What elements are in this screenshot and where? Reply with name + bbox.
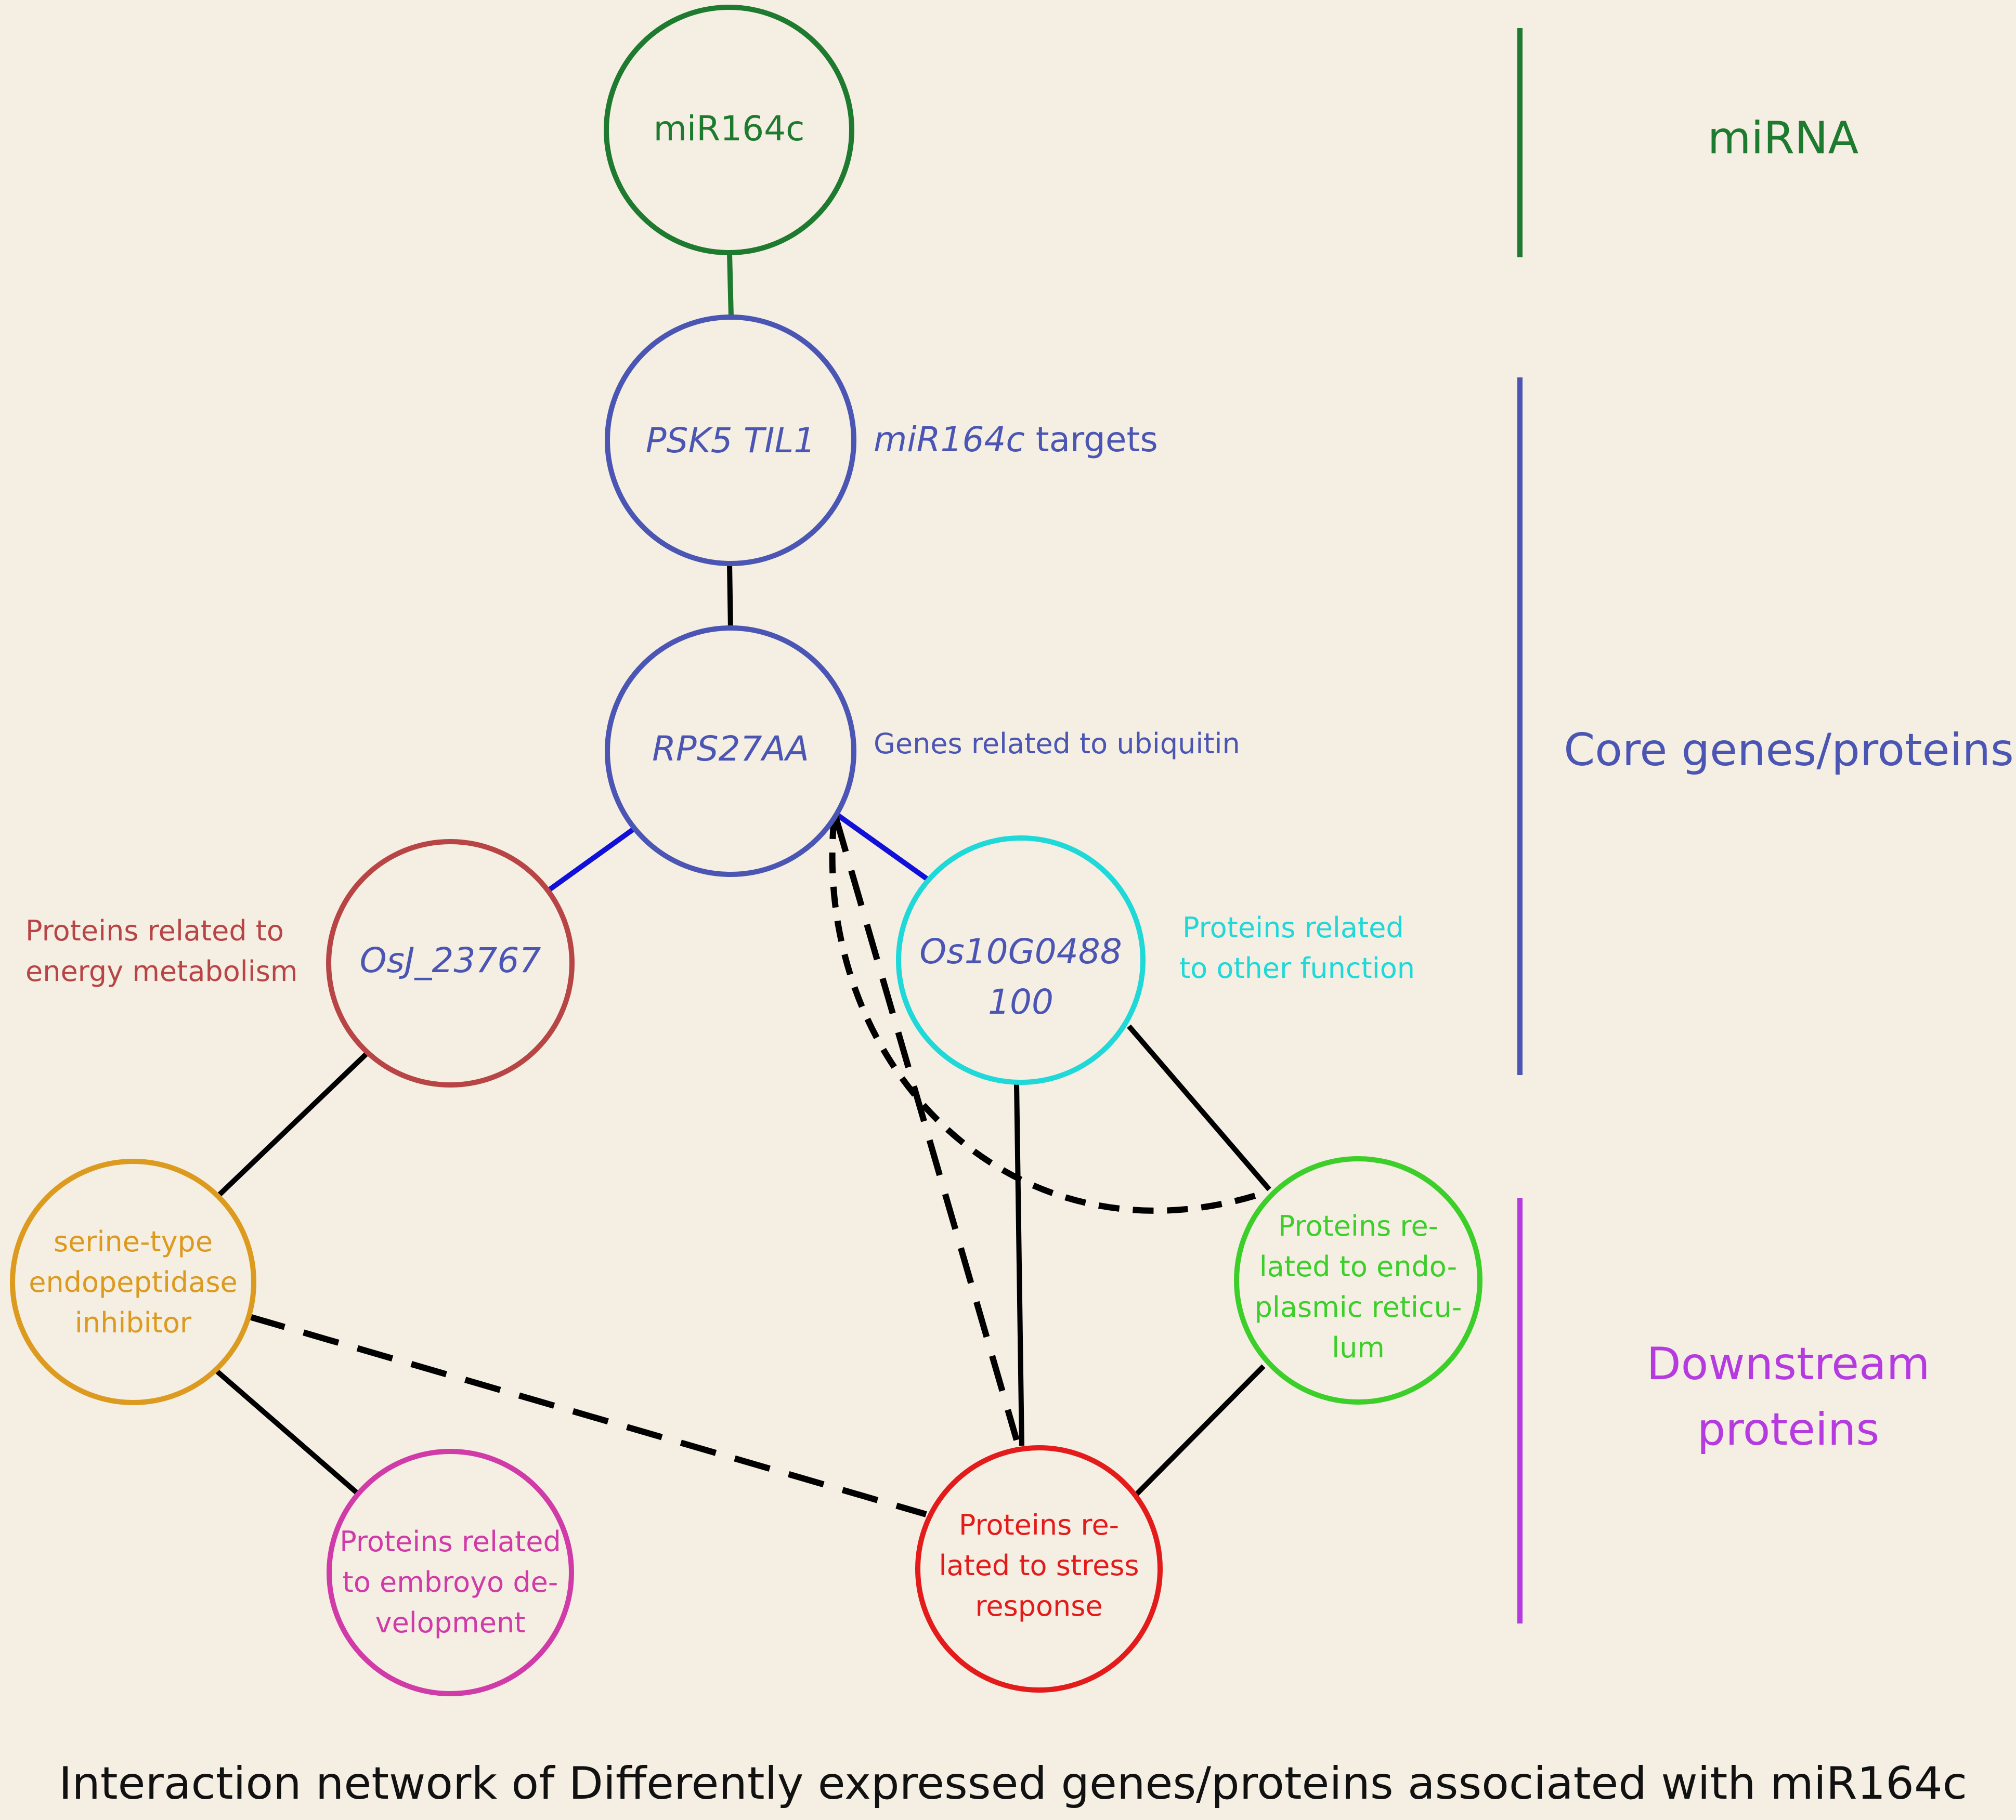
edge-os10-er [1127, 1024, 1271, 1191]
node-embryo-line3: velopment [375, 1606, 526, 1639]
node-stress-response: Proteins re- lated to stress response [915, 1445, 1163, 1693]
node-rps27aa: RPS27AA [605, 625, 856, 877]
edge-os10-stress [1014, 1083, 1024, 1446]
annotation-ubiquitin: Genes related to ubiquitin [874, 727, 1240, 760]
legend-label-mirna: miRNA [1708, 112, 1859, 164]
edge-rps27aa-osj [548, 826, 636, 892]
node-er-line3: plasmic reticu- [1255, 1291, 1462, 1324]
node-os10-line2: 100 [988, 982, 1053, 1022]
node-mirna: miR164c [604, 5, 854, 255]
edge-psk5-rps27aa [727, 563, 733, 630]
edge-mirna-psk5 [727, 253, 734, 317]
node-serine-line2: endopeptidase [29, 1266, 237, 1299]
annotation-mir164c-targets: miR164c targets [874, 420, 1158, 460]
edge-serine-embryo [213, 1368, 360, 1496]
node-serine-line3: inhibitor [75, 1306, 192, 1339]
node-mirna-label: miR164c [654, 109, 805, 149]
node-psk5-til1: PSK5 TIL1 [605, 315, 856, 566]
node-psk5-label: PSK5 TIL1 [646, 421, 816, 461]
legend-label-downstream-line1: Downstream [1646, 1338, 1930, 1390]
node-serine-type: serine-type endopeptidase inhibitor [10, 1159, 256, 1405]
edge-er-stress [1133, 1364, 1266, 1498]
node-er-line2: lated to endo- [1259, 1250, 1458, 1283]
edge-serine-stress-dashed [249, 1314, 927, 1517]
node-rps27aa-label: RPS27AA [652, 729, 809, 769]
node-os10-line1: Os10G0488 [919, 932, 1122, 972]
edges [213, 253, 1271, 1517]
annotation-other-line1: Proteins related [1182, 911, 1404, 944]
node-stress-line1: Proteins re- [959, 1509, 1119, 1541]
annotation-energy-line2: energy metabolism [25, 955, 297, 988]
node-embryo-line1: Proteins related [340, 1525, 561, 1558]
edge-rps27aa-os10 [836, 813, 930, 883]
legend-label-core: Core genes/proteins [1564, 724, 2014, 776]
node-serine-line1: serine-type [54, 1225, 213, 1258]
edge-rps27aa-er-dashed [829, 818, 1265, 1214]
edge-rps27aa-stress-dashed [833, 816, 1020, 1441]
node-stress-line2: lated to stress [939, 1549, 1139, 1582]
node-osj-label: OsJ_23767 [360, 940, 541, 980]
node-os10g0488100: Os10G0488 100 [896, 835, 1146, 1085]
legend-label-downstream-line2: proteins [1697, 1404, 1880, 1456]
annotation-other-line2: to other function [1179, 952, 1415, 985]
node-endoplasmic-reticulum: Proteins re- lated to endo- plasmic reti… [1234, 1156, 1482, 1405]
diagram-title: Interaction network of Differently expre… [59, 1758, 1967, 1810]
node-er-line1: Proteins re- [1278, 1210, 1438, 1242]
node-er-line4: lum [1332, 1331, 1385, 1364]
node-embryo-development: Proteins related to embroyo de- velopmen… [327, 1449, 574, 1696]
node-embryo-line2: to embroyo de- [343, 1566, 558, 1599]
edge-osj-serine [217, 1051, 370, 1197]
node-stress-line3: response [975, 1590, 1102, 1622]
node-osj-23767: OsJ_23767 [326, 839, 575, 1088]
annotation-energy-line1: Proteins related to [25, 914, 284, 947]
